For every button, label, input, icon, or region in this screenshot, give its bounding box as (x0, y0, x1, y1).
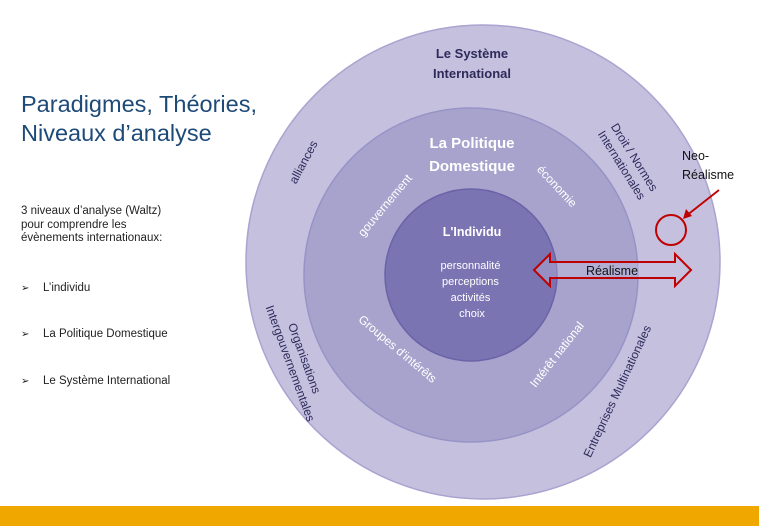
inner-items: personnalité perceptions activités choix (441, 260, 504, 320)
bullet-item: ➢ L’individu (21, 282, 90, 294)
intro-line: 3 niveaux d’analyse (Waltz) (21, 205, 162, 217)
arrow-bullet-icon: ➢ (21, 283, 30, 294)
bullet-label: Le Système International (43, 375, 171, 387)
inner-circle-individual (384, 188, 558, 362)
label-realisme: Réalisme (586, 264, 638, 278)
inner-title: L'Individu (443, 225, 502, 239)
neo-realisme-circle-icon (655, 214, 687, 246)
neo-realisme-pointer-arrow-icon (685, 189, 720, 217)
intro-line: évènements internationaux: (21, 232, 163, 244)
label-neo-realisme: Neo-Réalisme (682, 149, 734, 182)
footer-accent-bar (0, 506, 759, 526)
arrow-bullet-icon: ➢ (21, 376, 30, 387)
bullet-label: La Politique Domestique (43, 328, 168, 340)
arrowhead-icon (683, 209, 692, 219)
title-line-1: Paradigmes, Théories, (21, 91, 257, 117)
bullet-label: L’individu (43, 282, 91, 294)
slide-title: Paradigmes, Théories, Niveaux d’analyse (21, 90, 257, 148)
intro-line: pour comprendre les (21, 218, 127, 231)
bullet-item: ➢ La Politique Domestique (21, 328, 168, 340)
arrow-bullet-icon: ➢ (21, 329, 30, 340)
title-line-2: Niveaux d’analyse (21, 120, 212, 146)
bullet-item: ➢ Le Système International (21, 375, 170, 387)
realisme-double-arrow-icon (532, 251, 693, 289)
intro-text: 3 niveaux d’analyse (Waltz) pour compren… (21, 205, 162, 246)
